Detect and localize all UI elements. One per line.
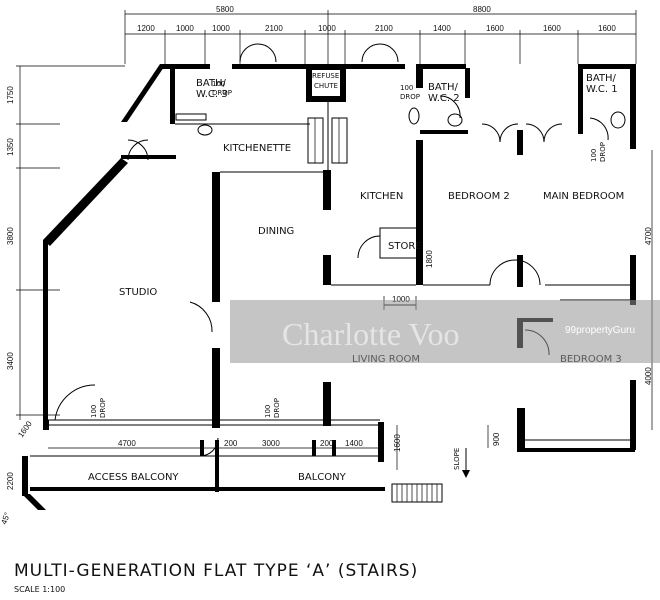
label-bath2-b: W.C. 2 xyxy=(428,93,460,104)
walls xyxy=(22,64,636,510)
drop-bath2-value: 100 xyxy=(400,84,413,92)
drop-living-label: DROP xyxy=(273,398,281,418)
dim-bottom-1: 4700 xyxy=(118,439,136,448)
label-bath3-b: W.C. 3 xyxy=(196,89,228,100)
top-dimensions: 5800 8800 1200 1000 1000 2100 1000 2100 … xyxy=(124,5,637,64)
dim-bottom-3: 3000 xyxy=(262,439,280,448)
label-refuse: REFUSE xyxy=(312,72,339,80)
label-slope: SLOPE xyxy=(453,448,461,470)
drop-bath3-label: DROP xyxy=(212,89,232,97)
left-dimensions: 1750 1350 3800 3400 1600 2200 45° xyxy=(0,65,125,526)
dim-store-height: 1800 xyxy=(425,250,434,268)
dim-top-6: 2100 xyxy=(375,24,393,33)
drop-notes: 100 DROP 100 DROP 100 DROP 100 DROP 100 … xyxy=(90,80,607,418)
label-bedroom2: BEDROOM 2 xyxy=(448,191,510,202)
dim-top-1: 1200 xyxy=(137,24,155,33)
room-labels: BATH/ W.C. 3 REFUSE CHUTE BATH/ W.C. 2 B… xyxy=(88,72,624,483)
dim-bottom-4: 200 xyxy=(320,439,334,448)
dim-balcony-depth: 1600 xyxy=(393,434,402,452)
label-bath1-b: W.C. 1 xyxy=(586,84,618,95)
dim-top-5: 1000 xyxy=(318,24,336,33)
dim-left-4: 3400 xyxy=(6,352,15,370)
label-store: STORE xyxy=(388,241,422,252)
dim-angle: 45° xyxy=(0,511,12,525)
dim-left-6: 2200 xyxy=(6,472,15,490)
door-swings xyxy=(54,43,609,457)
label-bath2: BATH/ xyxy=(428,82,459,93)
plan-title: MULTI-GENERATION FLAT TYPE ‘A’ (STAIRS) xyxy=(14,561,419,581)
dim-bottom-5: 1400 xyxy=(345,439,363,448)
plan-scale: SCALE 1:100 xyxy=(14,585,66,594)
dim-top-8: 1600 xyxy=(486,24,504,33)
dim-left-1: 1750 xyxy=(6,86,15,104)
dim-top-total-a: 5800 xyxy=(216,5,234,14)
right-dimensions: 4700 4000 xyxy=(644,150,653,430)
drop-studio-value: 100 xyxy=(90,405,98,418)
fixtures xyxy=(175,107,626,136)
label-main-bedroom: MAIN BEDROOM xyxy=(543,191,624,202)
dim-bottom-2: 200 xyxy=(224,439,238,448)
dim-right-2: 4000 xyxy=(644,367,653,385)
label-refuse-b: CHUTE xyxy=(314,82,338,90)
dim-top-2: 1000 xyxy=(176,24,194,33)
drop-bath1-value: 100 xyxy=(590,149,598,162)
drop-living-value: 100 xyxy=(264,405,272,418)
label-kitchenette: KITCHENETTE xyxy=(223,143,291,154)
dim-top-total-b: 8800 xyxy=(473,5,491,14)
label-access-balcony: ACCESS BALCONY xyxy=(88,472,179,483)
watermark-band xyxy=(230,300,660,363)
dim-store-width: 1000 xyxy=(392,295,410,304)
dim-top-3: 1000 xyxy=(212,24,230,33)
label-bath1: BATH/ xyxy=(586,73,617,84)
drop-bath2-label: DROP xyxy=(400,93,420,101)
dim-left-3: 3800 xyxy=(6,227,15,245)
drop-bath3-value: 100 xyxy=(212,80,225,88)
dim-top-10: 1600 xyxy=(598,24,616,33)
dim-step: 900 xyxy=(492,432,501,446)
label-bath3: BATH/ xyxy=(196,78,227,89)
label-kitchen: KITCHEN xyxy=(360,191,403,202)
dim-right-1: 4700 xyxy=(644,227,653,245)
label-balcony: BALCONY xyxy=(298,472,347,483)
dim-top-9: 1600 xyxy=(543,24,561,33)
dim-left-2: 1350 xyxy=(6,138,15,156)
drop-bath1-label: DROP xyxy=(599,142,607,162)
watermark-name: Charlotte Voo xyxy=(282,316,460,352)
bottom-dimensions: 4700 200 3000 200 1400 1000 1800 1600 90… xyxy=(118,250,501,452)
dim-left-5: 1600 xyxy=(16,419,34,439)
watermark-logo: 99propertyGuru xyxy=(565,325,636,336)
dim-top-4: 2100 xyxy=(265,24,283,33)
label-studio: STUDIO xyxy=(119,287,157,298)
label-dining: DINING xyxy=(258,226,294,237)
drop-studio-label: DROP xyxy=(99,398,107,418)
dim-top-7: 1400 xyxy=(433,24,451,33)
